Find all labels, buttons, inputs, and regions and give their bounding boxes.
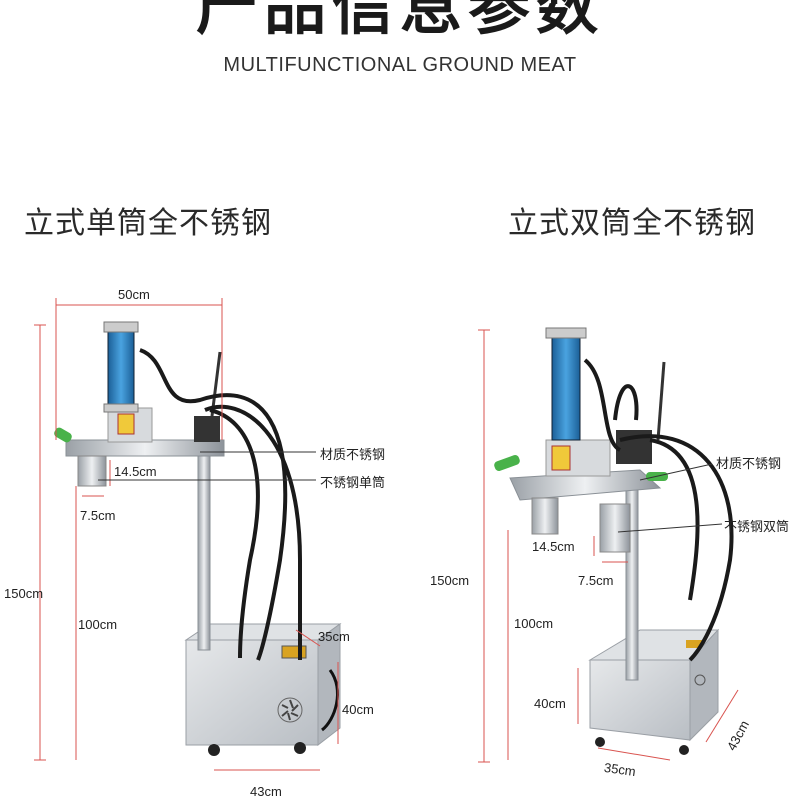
dimension-lines bbox=[34, 298, 739, 771]
dim-left-total-height: 150cm bbox=[4, 586, 44, 601]
dim-right-tube-diameter: 14.5cm bbox=[532, 539, 575, 554]
dim-left-width: 50cm bbox=[118, 287, 150, 302]
dim-left-base-depth: 35cm bbox=[318, 629, 350, 644]
dim-left-column-height: 100cm bbox=[78, 617, 118, 632]
annotation-right-tube: 不锈钢双筒 bbox=[724, 520, 790, 535]
dim-right-tube-inner: 7.5cm bbox=[578, 573, 614, 588]
single-tube-machine bbox=[54, 321, 342, 756]
page-title: 产品信息参数 bbox=[195, 0, 604, 43]
annotation-leaders bbox=[98, 451, 723, 533]
double-tube-machine bbox=[494, 327, 734, 755]
fan-vent-icon bbox=[277, 697, 303, 723]
annotation-left-tube: 不锈钢单筒 bbox=[320, 476, 386, 491]
dim-right-base-height: 40cm bbox=[534, 696, 566, 711]
dim-left-base-height: 40cm bbox=[342, 702, 374, 717]
dim-right-total-height: 150cm bbox=[430, 573, 470, 588]
dim-left-base-width: 43cm bbox=[250, 784, 282, 799]
annotation-right-material: 材质不锈钢 bbox=[716, 457, 782, 472]
dim-right-column-height: 100cm bbox=[514, 616, 554, 631]
dim-left-tube-inner: 7.5cm bbox=[80, 508, 116, 523]
dim-left-tube-diameter: 14.5cm bbox=[114, 464, 157, 479]
page-subtitle: MULTIFUNCTIONAL GROUND MEAT bbox=[223, 54, 577, 76]
model-single-title: 立式单筒全不锈钢 bbox=[24, 206, 272, 241]
model-double-title: 立式双筒全不锈钢 bbox=[508, 206, 756, 241]
annotation-left-material: 材质不锈钢 bbox=[320, 448, 386, 463]
